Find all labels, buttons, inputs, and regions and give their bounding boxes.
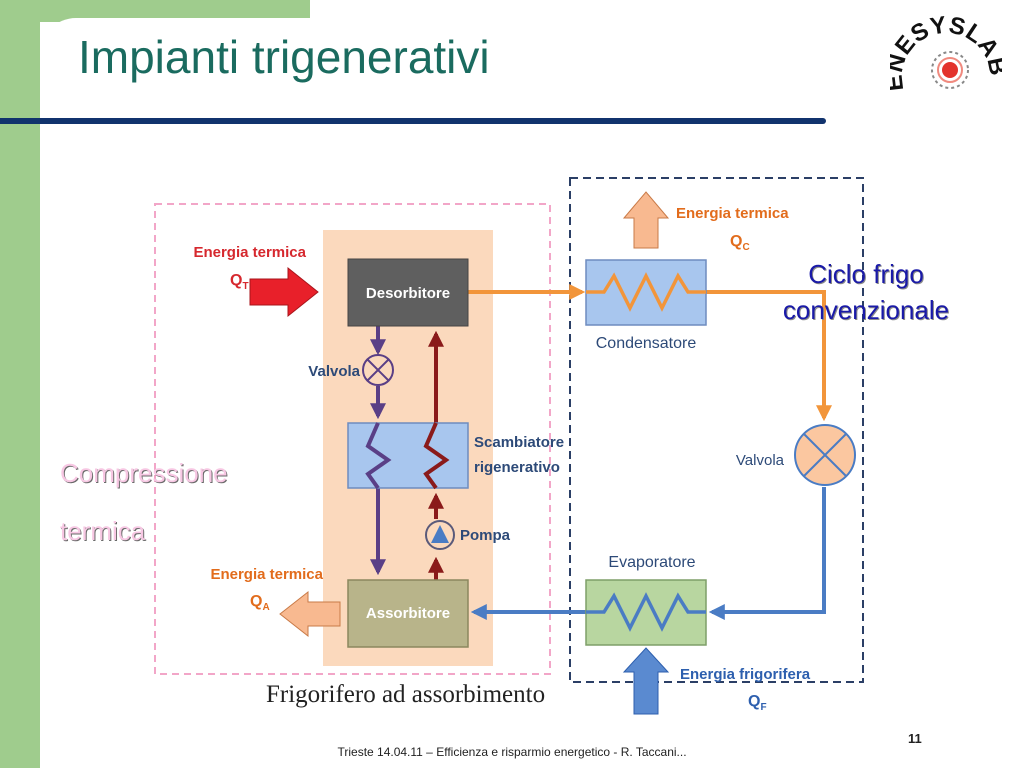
valvola-right-label: Valvola — [736, 452, 785, 469]
desorbitore-label: Desorbitore — [366, 285, 450, 302]
condensatore-box — [585, 259, 707, 326]
valvola-right-cross — [803, 433, 847, 477]
condensatore-coil — [586, 272, 706, 312]
slide-footer: Trieste 14.04.11 – Efficienza e risparmi… — [337, 745, 687, 759]
scambiatore-label-1: Scambiatore — [474, 434, 564, 451]
slide-title: Impianti trigenerativi — [78, 31, 490, 83]
enesyslab-logo: ENESYSLAB — [890, 11, 1002, 92]
heat-input-arrow — [249, 266, 319, 318]
scambiatore-purple-coil — [365, 422, 392, 490]
assorbitore-box — [347, 579, 469, 648]
pompa-triangle — [431, 525, 449, 543]
evaporatore-box — [585, 579, 707, 646]
diagram-caption: Frigorifero ad assorbimento — [266, 681, 546, 708]
left-accent-bar — [0, 0, 40, 768]
condenser-heat-arrow — [622, 191, 670, 249]
qa-symbol: QA — [250, 593, 270, 613]
page-number: 11 — [908, 731, 922, 746]
qf-symbol: QF — [748, 693, 767, 713]
desorbitore-box — [347, 258, 469, 327]
heat-rejection-arrow — [279, 590, 341, 638]
cooling-input-arrow — [622, 647, 670, 715]
termica-label: termica — [60, 516, 146, 546]
qa-label: Energia termica — [210, 566, 323, 583]
title-panel — [40, 18, 830, 122]
evaporatore-label: Evaporatore — [608, 554, 695, 571]
flow-valvola-to-evaporatore — [708, 487, 826, 620]
flow-condensatore-to-valvola — [706, 290, 832, 422]
pompa-label: Pompa — [460, 527, 511, 544]
ciclo-frigo-line1: Ciclo frigo — [808, 259, 924, 289]
title-underline — [0, 118, 826, 124]
evaporatore-coil — [586, 592, 706, 632]
scambiatore-box — [347, 422, 469, 489]
qc-label: Energia termica — [676, 205, 789, 222]
qt-label: Energia termica — [193, 244, 306, 261]
scambiatore-red-coil — [423, 422, 450, 490]
thermal-compression-region — [154, 203, 551, 675]
compressione-label: Compressione — [60, 458, 228, 488]
qc-symbol: QC — [730, 233, 750, 253]
qf-label: Energia frigorifera — [680, 666, 811, 683]
assorbitore-label: Assorbitore — [366, 605, 450, 622]
qt-symbol: QT — [230, 272, 249, 292]
conventional-cycle-region — [569, 177, 864, 683]
ciclo-frigo-line2: convenzionale — [782, 295, 950, 325]
scambiatore-label-2: rigenerativo — [474, 459, 560, 476]
valvola-left-label: Valvola — [308, 363, 360, 380]
ciclo-frigo-label: Ciclo frigo convenzionale — [756, 256, 976, 328]
condensatore-label: Condensatore — [596, 335, 697, 352]
valvola-left-cross — [366, 358, 390, 382]
top-accent-bar — [40, 0, 310, 22]
